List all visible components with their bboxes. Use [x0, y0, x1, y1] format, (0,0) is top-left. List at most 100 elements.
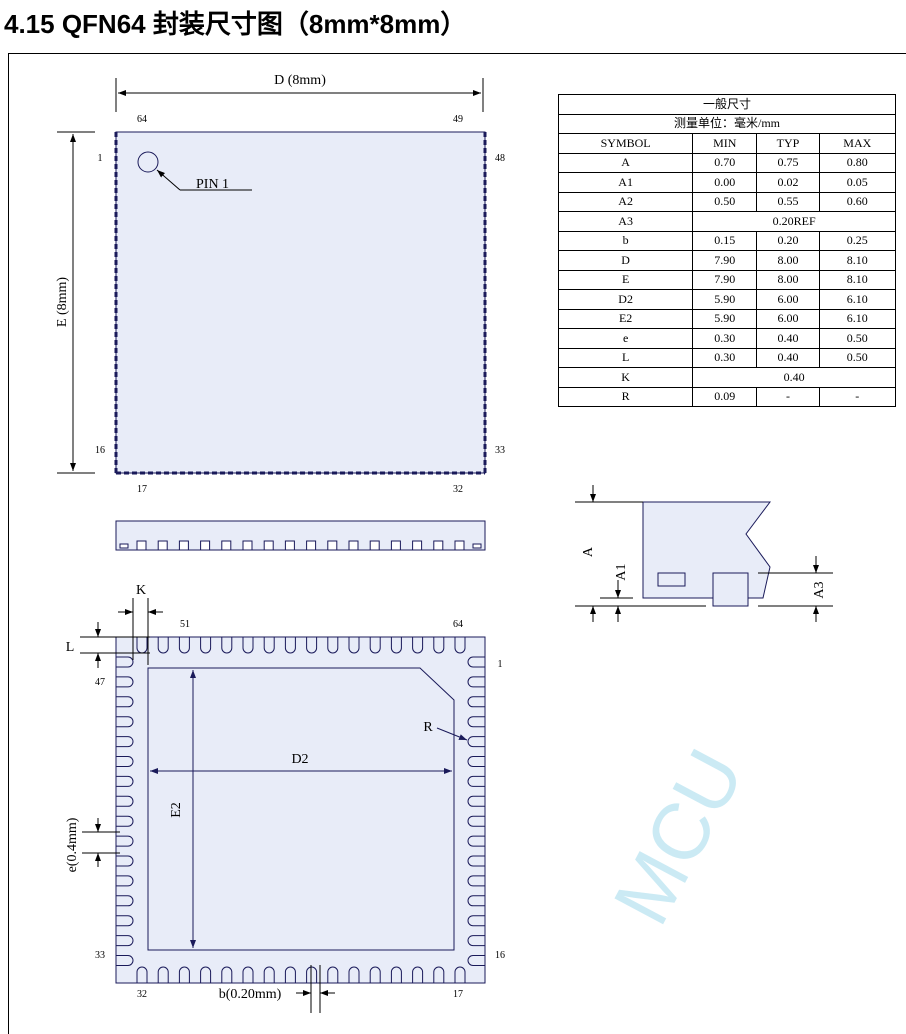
table-cell: 8.00: [756, 250, 820, 271]
table-cell: b: [557, 230, 694, 251]
side-pad: [221, 540, 232, 551]
pad-bottom: [157, 966, 169, 983]
watermark: MCU: [596, 735, 760, 938]
table-cell: 0.40: [756, 347, 820, 368]
table-cell: 0.00: [692, 172, 758, 193]
table-cell: 0.40: [692, 367, 896, 388]
pad-left: [116, 915, 134, 927]
pin-label: 32: [137, 989, 147, 1000]
pad-bottom: [369, 966, 381, 983]
table-cell: A2: [557, 191, 694, 212]
section-title: 4.15 QFN64 封装尺寸图（8mm*8mm）: [4, 9, 467, 39]
pad-bottom: [433, 966, 445, 983]
pad-right: [467, 895, 485, 907]
table-cell: 6.00: [756, 289, 820, 310]
pin-label: 51: [180, 619, 190, 630]
pad-top: [263, 637, 275, 654]
side-pad: [263, 540, 274, 551]
pad-bottom: [221, 966, 233, 983]
table-cell: 0.09: [692, 386, 758, 407]
pad-bottom: [327, 966, 339, 983]
table-cell: 0.02: [756, 172, 820, 193]
pad-top: [390, 637, 402, 654]
pad-top: [306, 637, 318, 654]
pin-label: 64: [137, 114, 147, 125]
table-cell: 0.40: [756, 328, 820, 349]
pin-label: 48: [495, 153, 505, 164]
table-cell: 0.20REF: [692, 211, 896, 232]
l-label: L: [66, 640, 75, 655]
pad-top: [242, 637, 254, 654]
table-cell: 7.90: [692, 250, 758, 271]
pitch-label: e(0.4mm): [65, 817, 80, 872]
pad-right: [467, 935, 485, 947]
pad-right: [467, 756, 485, 767]
pad-top: [348, 637, 360, 654]
table-cell: 一般尺寸: [558, 94, 896, 115]
pad-left: [116, 736, 134, 748]
pad-left: [116, 795, 134, 807]
table-cell: 0.75: [756, 152, 820, 173]
pad-left: [116, 835, 134, 847]
pad-right: [467, 915, 485, 927]
table-unit-row: 测量单位：毫米/mm: [558, 113, 896, 134]
pad-right: [467, 955, 485, 966]
pad-bottom: [178, 966, 190, 983]
pad-bottom: [306, 966, 318, 983]
side-pad: [178, 540, 189, 551]
pad-bottom: [412, 966, 424, 983]
pad-left: [116, 756, 134, 767]
side-pad: [472, 543, 482, 549]
table-cell: 0.60: [818, 191, 897, 212]
d-dimension-label: D (8mm): [274, 73, 326, 88]
pin-label: 32: [453, 484, 463, 495]
pin-label: 17: [453, 989, 463, 1000]
pad-top: [454, 637, 466, 654]
table-cell: E: [557, 269, 694, 290]
table-cell: 8.10: [818, 250, 897, 271]
side-pad: [242, 540, 253, 551]
table-cell: 0.05: [818, 172, 897, 193]
side-pad: [369, 540, 380, 551]
pin-label: 47: [95, 677, 105, 688]
side-pad: [454, 540, 465, 551]
side-detail: [575, 485, 833, 622]
side-pad: [390, 540, 401, 551]
table-cell: 0.50: [692, 191, 758, 212]
pad-top: [369, 637, 381, 654]
table-cell: TYP: [756, 133, 820, 154]
pad-top: [284, 637, 296, 654]
table-cell: 0.70: [692, 152, 758, 173]
table-cell: 8.10: [818, 269, 897, 290]
pin-label: 16: [95, 445, 105, 456]
pad-right: [467, 795, 485, 807]
pad-top: [412, 637, 424, 654]
pad-top: [178, 637, 190, 654]
table-cell: MIN: [692, 133, 758, 154]
pad-left: [116, 775, 134, 787]
table-cell: 8.00: [756, 269, 820, 290]
table-cell: D2: [557, 289, 694, 310]
pin-label: 49: [453, 114, 463, 125]
side-pad: [200, 540, 211, 551]
pad-bottom: [390, 966, 402, 983]
side-pad: [348, 540, 359, 551]
pad-left: [116, 855, 134, 867]
top-view: [57, 78, 487, 551]
pad-left: [116, 696, 134, 708]
pad-right: [467, 736, 485, 748]
table-cell: 5.90: [692, 308, 758, 329]
package-drawing: MCU D (8mm) E (8mm) PIN 1 64 49 1 48 16 …: [55, 73, 833, 1013]
side-pad: [412, 540, 423, 551]
bottom-view: [80, 598, 486, 1013]
